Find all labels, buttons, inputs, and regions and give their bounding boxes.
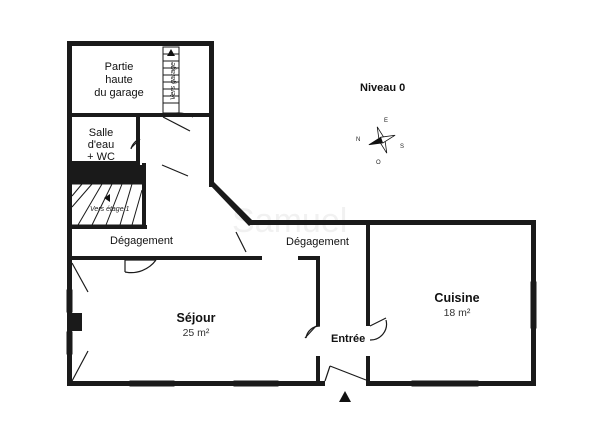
compass-o: O <box>376 160 381 166</box>
room-entree: Entrée <box>331 333 365 345</box>
stairs-etage-label: Vers étage 1 <box>90 206 130 213</box>
entry-arrow-icon <box>339 391 351 402</box>
stairs-garage-label: Vers garage <box>170 62 177 100</box>
room-salle-eau-line1: Salle <box>89 127 113 139</box>
stairs-etage: Vers étage 1 <box>71 183 143 226</box>
interior-walls <box>67 113 370 386</box>
room-garage-line2: haute <box>105 74 133 86</box>
room-cuisine: Cuisine <box>434 291 479 305</box>
room-salle-eau-line2: d'eau <box>88 139 115 151</box>
room-degagement-left: Dégagement <box>110 235 173 247</box>
compass-e: E <box>384 118 388 124</box>
room-sejour: Séjour <box>177 311 216 325</box>
doors <box>71 112 388 382</box>
compass-n: N <box>356 137 360 143</box>
windows <box>66 281 537 387</box>
room-garage-line3: du garage <box>94 87 144 99</box>
room-garage-line1: Partie <box>105 61 134 73</box>
room-salle-eau-line3: + WC <box>87 151 115 163</box>
level-label: Niveau 0 <box>360 82 405 94</box>
room-sejour-area: 25 m² <box>183 327 210 339</box>
room-degagement-right: Dégagement <box>286 236 349 248</box>
room-cuisine-area: 18 m² <box>444 307 471 319</box>
stairs-garage: Vers garage <box>162 46 180 114</box>
compass-icon <box>368 126 396 154</box>
compass-s: S <box>400 144 404 150</box>
